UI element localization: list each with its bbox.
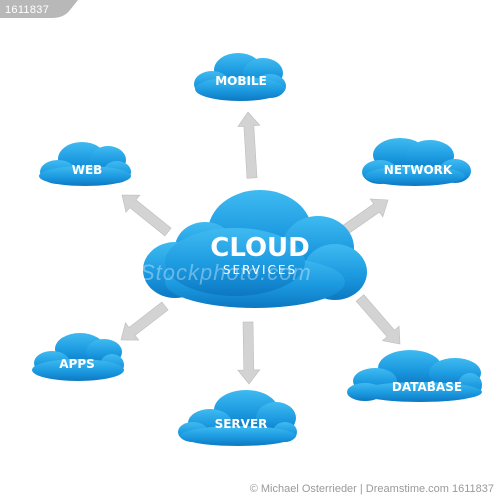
node-network: NETWORK	[362, 138, 471, 186]
arrow-icon	[121, 194, 172, 237]
center-title: CLOUD	[210, 233, 310, 263]
node-label-apps: APPS	[59, 357, 95, 371]
node-label-mobile: MOBILE	[215, 74, 267, 88]
watermark-center: Stockphoto.com	[140, 260, 312, 285]
watermark-bottom: © Michael Osterrieder | Dreamstime.com 1…	[249, 483, 494, 495]
cloud-icon	[143, 190, 367, 308]
node-mobile: MOBILE	[194, 53, 286, 101]
node-label-server: SERVER	[215, 417, 268, 431]
node-label-web: WEB	[72, 163, 103, 177]
cloud-icon	[32, 333, 124, 381]
arrow-icon	[338, 198, 389, 237]
arrows-group	[120, 111, 401, 385]
node-label-database: DATABASE	[392, 380, 462, 394]
node-label-network: NETWORK	[384, 163, 453, 177]
cloud-icon	[194, 53, 286, 101]
arrow-icon	[120, 301, 169, 341]
cloud-icon	[347, 350, 482, 402]
center-cloud: CLOUD SERVICES	[143, 190, 367, 308]
cloud-icon	[362, 138, 471, 186]
watermark-top-tab	[0, 0, 78, 18]
arrow-icon	[355, 294, 401, 345]
center-subtitle: SERVICES	[223, 263, 297, 277]
node-server: SERVER	[178, 390, 297, 446]
cloud-icon	[178, 390, 297, 446]
node-apps: APPS	[32, 333, 124, 381]
node-database: DATABASE	[347, 350, 482, 402]
cloud-icon	[39, 142, 131, 186]
watermark-top: 1611837	[5, 4, 50, 16]
arrow-icon	[237, 111, 261, 179]
arrow-icon	[237, 321, 261, 385]
node-web: WEB	[39, 142, 131, 186]
